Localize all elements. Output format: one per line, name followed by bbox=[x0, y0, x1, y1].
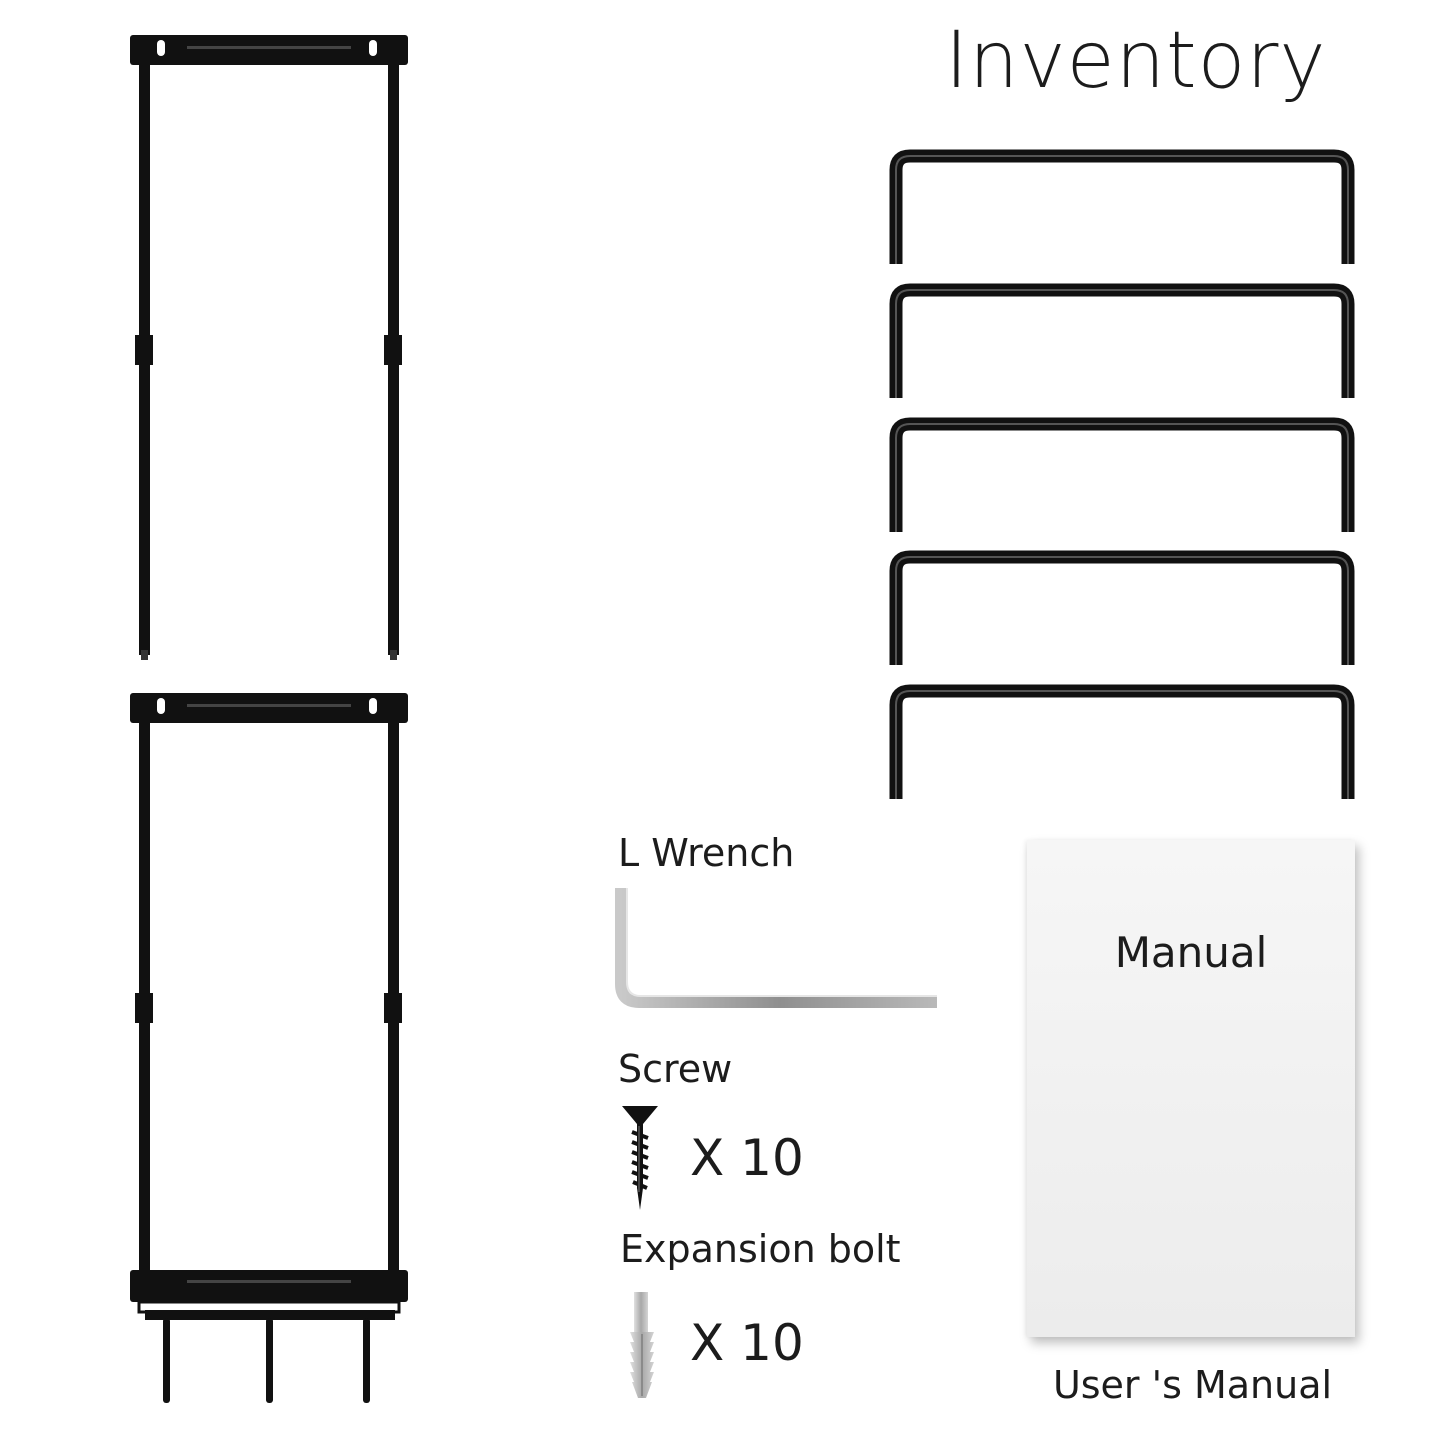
inventory-title: Inventory bbox=[945, 16, 1327, 106]
screw-label: Screw bbox=[618, 1047, 733, 1091]
expansion-bolt-quantity: X 10 bbox=[690, 1314, 804, 1372]
screw-icon bbox=[622, 1106, 658, 1210]
shelf-rail-1 bbox=[889, 149, 1355, 264]
manual-caption: User 's Manual bbox=[1052, 1363, 1333, 1407]
anchor-icon bbox=[630, 1292, 654, 1398]
manual-cover-text: Manual bbox=[1114, 928, 1268, 977]
side-frame-top bbox=[130, 35, 408, 660]
shelf-rail-5 bbox=[889, 684, 1355, 799]
shelf-rail-3 bbox=[889, 417, 1355, 532]
l-wrench-icon bbox=[615, 888, 937, 1008]
screw-quantity: X 10 bbox=[690, 1129, 804, 1187]
shelf-rail-2 bbox=[889, 283, 1355, 398]
manual-booklet bbox=[1027, 840, 1355, 1337]
l-wrench-label: L Wrench bbox=[618, 831, 795, 875]
shelf-rail-4 bbox=[889, 550, 1355, 665]
side-frame-bottom bbox=[130, 693, 408, 1403]
expansion-bolt-label: Expansion bolt bbox=[620, 1227, 901, 1271]
